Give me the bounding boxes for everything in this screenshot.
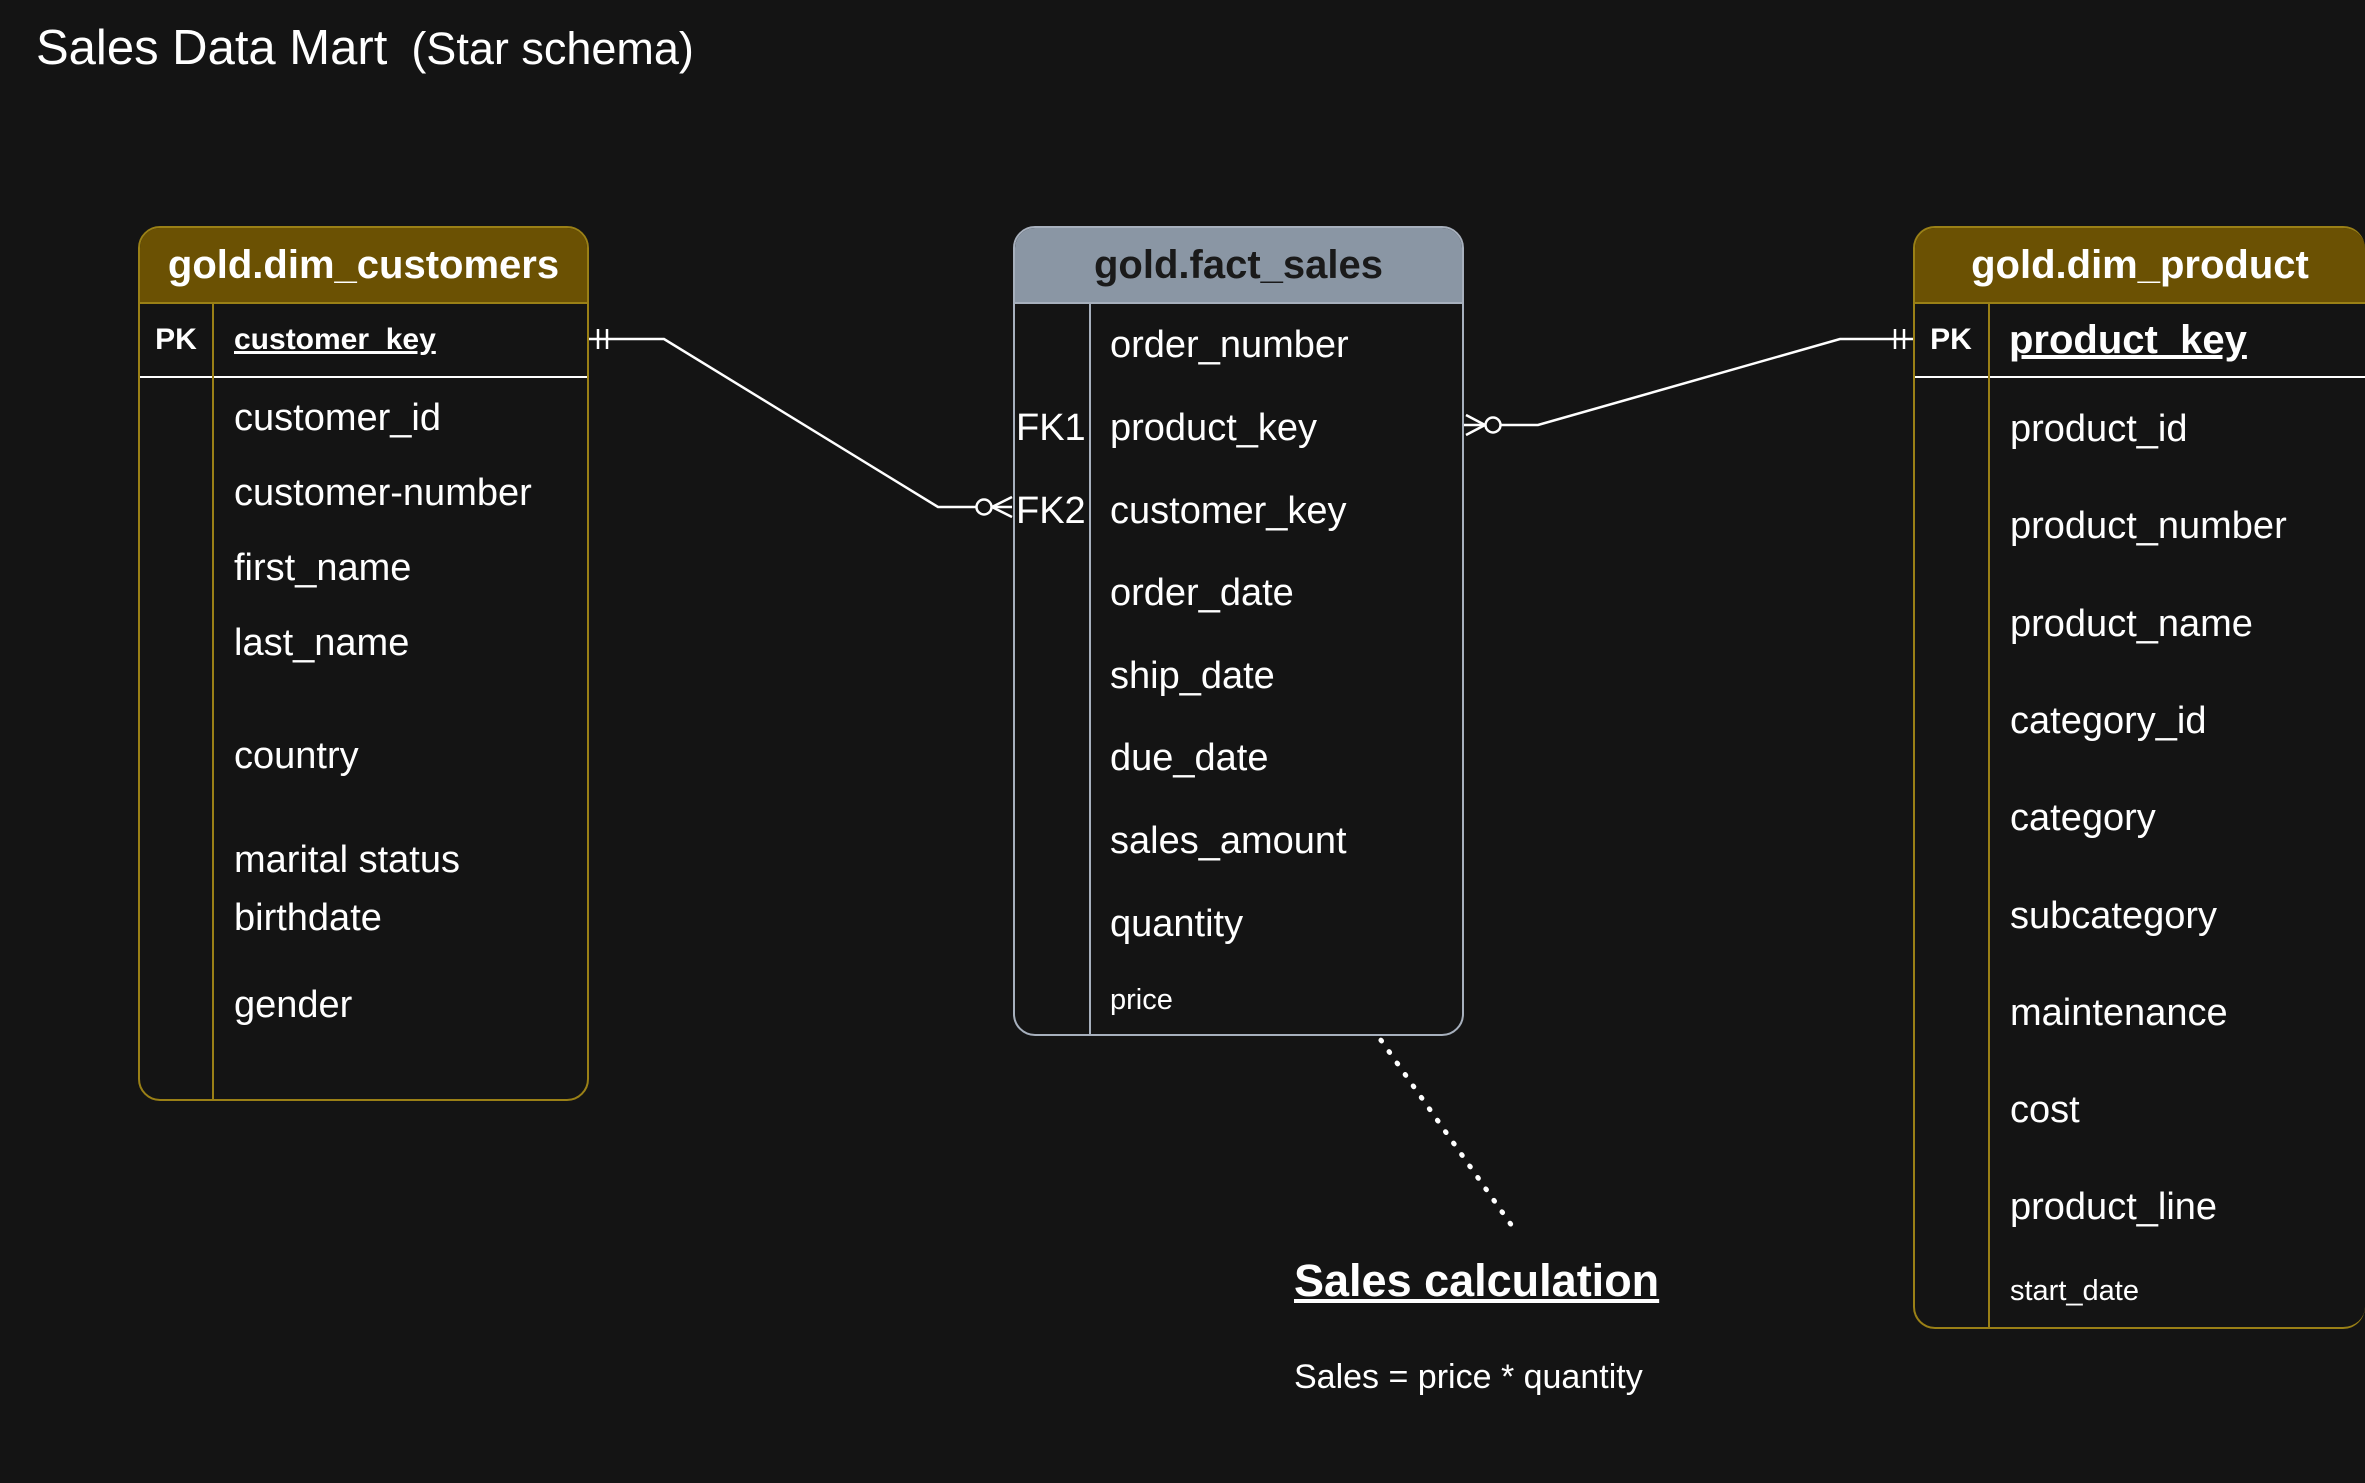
fact-sales-field: product_key xyxy=(1110,407,1318,449)
fact-sales-field: order_number xyxy=(1110,324,1349,366)
fact-product-zero-mark xyxy=(1484,416,1502,434)
dim-customers-field: customer-number xyxy=(234,472,532,514)
sales-calculation-title: Sales calculation xyxy=(1294,1255,1660,1306)
fact-sales-field: customer_key xyxy=(1110,490,1347,532)
fact-sales-field: ship_date xyxy=(1110,655,1275,697)
dim-product-field: product_id xyxy=(2010,408,2188,450)
dim-customers-field: first_name xyxy=(234,547,412,589)
dim-product-pk-label: PK xyxy=(1930,323,1972,356)
dim-product-pk-row: PK product_key xyxy=(1915,304,2365,378)
fact-sales-field: sales_amount xyxy=(1110,820,1347,862)
dim-product-field: product_name xyxy=(2010,603,2253,645)
fact-sales-column-divider xyxy=(1089,302,1091,1034)
fact-sales-field: quantity xyxy=(1110,903,1244,945)
fact-sales-fk1-label: FK1 xyxy=(1016,407,1086,449)
dim-customers-field: customer_id xyxy=(234,397,441,439)
dim-customers-header: gold.dim_customers xyxy=(140,228,587,304)
dim-customers-field: gender xyxy=(234,984,353,1026)
dim-product-field: category xyxy=(2010,797,2156,839)
fact-sales-field: price xyxy=(1110,984,1173,1016)
fact-sales-table[interactable]: gold.fact_sales FK1 FK2 order_number pro… xyxy=(1013,226,1464,1036)
diagram-title: Sales Data Mart (Star schema) xyxy=(36,20,694,76)
dim-product-field: product_line xyxy=(2010,1186,2218,1228)
dim-customers-table[interactable]: gold.dim_customers PK customer_key custo… xyxy=(138,226,589,1101)
fact-sales-field: order_date xyxy=(1110,572,1294,614)
dim-product-field: product_number xyxy=(2010,505,2287,547)
dim-product-field: cost xyxy=(2010,1089,2080,1131)
fact-product-crow-lower xyxy=(1465,423,1486,437)
fact-sales-header: gold.fact_sales xyxy=(1015,228,1462,304)
dim-customers-field: last_name xyxy=(234,622,410,664)
dim-customers-pk-field: customer_key xyxy=(234,323,436,356)
diagram-subtitle: (Star schema) xyxy=(411,23,694,74)
fact-to-product-line xyxy=(1464,337,1914,427)
sales-calculation-formula: Sales = price * quantity xyxy=(1294,1358,1643,1396)
dim-customers-pk-row: PK customer_key xyxy=(140,304,587,378)
dim-product-field: category_id xyxy=(2010,700,2207,742)
diagram-title-text: Sales Data Mart xyxy=(36,21,388,75)
dim-customers-field: marital status xyxy=(234,839,460,881)
fact-customer-crow-lower xyxy=(991,505,1013,519)
dim-product-pk-field: product_key xyxy=(2009,317,2247,362)
dim-customers-column-divider xyxy=(212,304,214,1099)
fact-customer-crow-upper xyxy=(991,495,1013,509)
fact-product-crow-upper xyxy=(1465,413,1486,427)
dim-product-field: subcategory xyxy=(2010,895,2218,937)
dim-customers-field: country xyxy=(234,735,359,777)
dim-product-column-divider xyxy=(1988,304,1990,1327)
dim-customers-field: birthdate xyxy=(234,897,382,939)
fact-customer-zero-mark xyxy=(975,498,993,516)
dim-product-field: start_date xyxy=(2010,1275,2139,1307)
dim-product-table[interactable]: gold.dim_product PK product_key product_… xyxy=(1913,226,2365,1329)
dim-customers-pk-label: PK xyxy=(155,323,197,356)
fact-sales-field: due_date xyxy=(1110,737,1269,779)
customers-to-fact-line xyxy=(588,337,1012,509)
fact-sales-fk2-label: FK2 xyxy=(1016,490,1086,532)
dim-product-field: maintenance xyxy=(2010,992,2228,1034)
dim-product-header: gold.dim_product xyxy=(1915,228,2365,304)
